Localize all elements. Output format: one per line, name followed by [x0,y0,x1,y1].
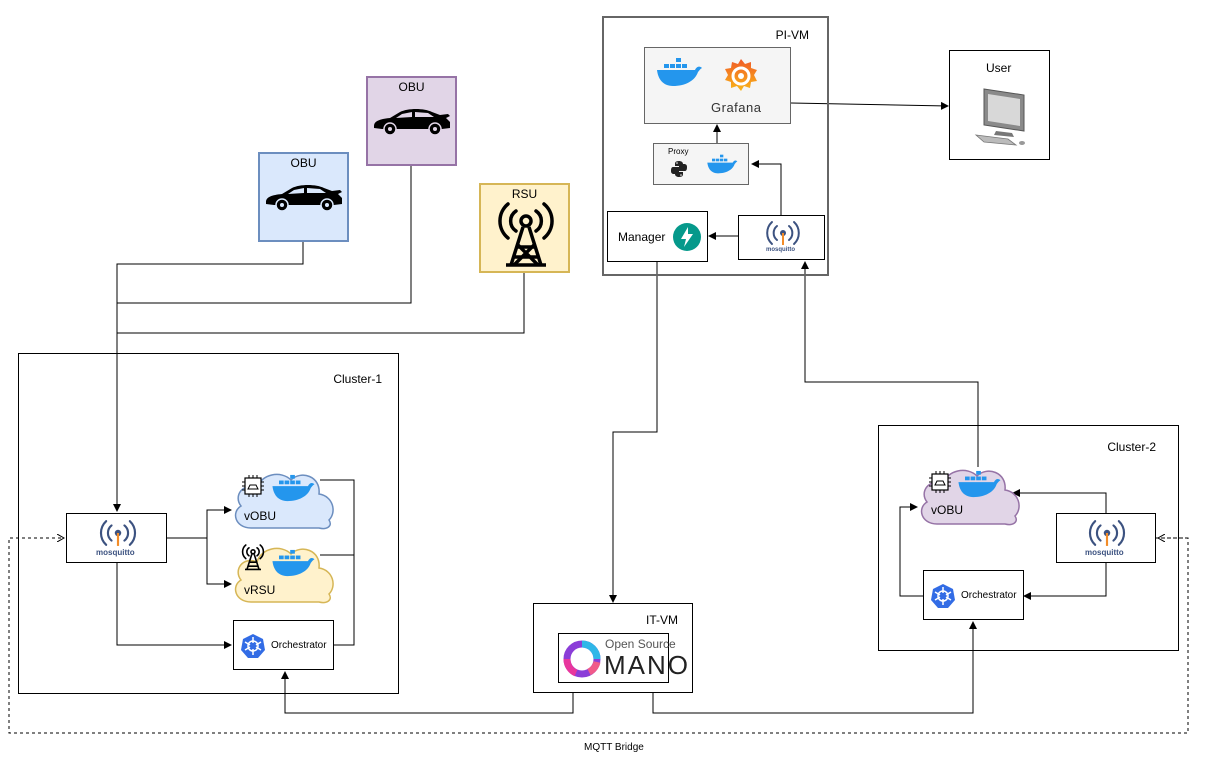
edge-mosq1-vobu [167,506,232,539]
proxy-node[interactable]: Proxy [653,143,749,185]
edge-mosq2-vobu2 [1012,489,1107,513]
kubernetes-icon [931,584,955,608]
edge-obu-blue-mosquitto [113,242,304,512]
tower-icon [241,544,265,571]
cluster-2-container: Cluster-2 [878,425,1179,651]
osm-mano-node[interactable]: Open Source MANO [558,633,688,683]
docker-icon [272,474,315,502]
grafana-label: Grafana [711,100,762,115]
mano-line2: MANO [604,650,690,680]
mano-line1: Open Source [605,637,676,651]
edge-grafana-user [790,101,949,110]
docker-icon [657,58,702,86]
orchestrator-node-cluster1[interactable]: Orchestrator [233,620,334,670]
tower-icon [498,202,554,267]
docker-icon [272,549,315,577]
edge-vobu-back [320,479,355,646]
user-label: User [986,61,1012,75]
obu-node-blue[interactable]: OBU [258,152,349,242]
edge-mosq-proxy [751,160,782,215]
chip-icon [242,475,264,497]
chip-icon [929,471,951,493]
edge-orch2-vobu2 [899,503,923,597]
obu-label: OBU [290,156,317,170]
user-node[interactable]: User [949,50,1050,160]
rsu-label: RSU [511,187,538,201]
grafana-node[interactable]: Grafana [644,47,791,124]
grafana-icon [725,59,757,91]
cluster-1-container: Cluster-1 [18,353,399,694]
vobu-label: vOBU [931,503,964,517]
mosquitto-icon [99,520,137,546]
manager-label: Manager [618,230,666,244]
edge-rsu-bus [117,273,525,334]
edge-itvm-orch2 [652,621,977,714]
mosquitto-label: mosquitto [766,247,795,253]
obu-label: OBU [398,80,425,94]
edge-itvm-orch1 [281,671,574,714]
docker-icon [707,154,738,174]
docker-icon [958,470,1001,498]
kubernetes-icon [241,634,265,658]
orchestrator-node-cluster2[interactable]: Orchestrator [923,570,1024,620]
fastapi-icon [673,223,701,251]
proxy-label: Proxy [668,147,689,156]
obu-node-purple[interactable]: OBU [366,76,457,166]
pi-vm-container: PI-VM [602,16,829,276]
vobu-label: vOBU [244,509,277,523]
car-icon [374,109,450,136]
cluster-2-title: Cluster-2 [1107,440,1156,454]
mosquitto-node-cluster1[interactable]: mosquitto [66,513,167,563]
osm-icon [563,640,601,678]
orchestrator-label: Orchestrator [271,640,327,651]
manager-node[interactable]: Manager [607,211,708,262]
pi-vm-title: PI-VM [775,28,809,42]
mosquitto-node-pivm[interactable]: mosquitto [738,215,825,260]
mosquitto-label: mosquitto [96,548,135,557]
vrsu-label: vRSU [244,583,276,597]
edge-obu-purple-bus [117,166,412,304]
computer-icon [974,88,1025,146]
cluster-1-title: Cluster-1 [333,372,382,386]
mosquitto-label: mosquitto [1085,548,1124,557]
it-vm-title: IT-VM [646,613,678,627]
edge-mosq1-vrsu [206,538,232,588]
edge-mosq1-orch1 [116,563,232,649]
mosquitto-icon [1088,520,1126,546]
car-icon [266,185,342,212]
mqtt-bridge-label: MQTT Bridge [584,742,644,753]
edge-manager-itvm [609,262,658,603]
orchestrator-label: Orchestrator [961,590,1017,601]
mosquitto-icon [766,221,800,245]
edge-vobu2-pimosq [801,261,979,467]
mosquitto-node-cluster2[interactable]: mosquitto [1056,513,1156,563]
edge-mosq2-orch2 [1023,563,1107,600]
python-icon [671,161,687,177]
rsu-node[interactable]: RSU [479,183,570,273]
